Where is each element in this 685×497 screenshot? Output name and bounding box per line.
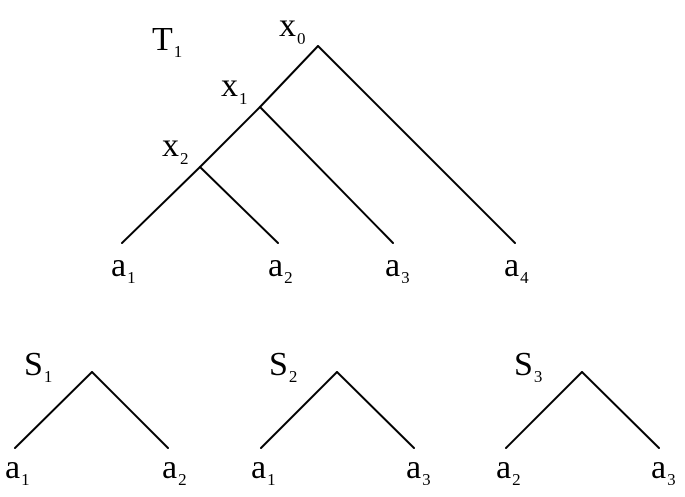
subtree-title-s1: S1	[24, 346, 52, 386]
edge-x2-a2	[199, 166, 279, 244]
leaf-sub: 3	[667, 470, 676, 489]
leaf-sub: 1	[127, 268, 136, 287]
leaf-sub: 1	[21, 470, 30, 489]
leaf-main: a	[651, 449, 666, 486]
leaf-sub: 2	[284, 268, 293, 287]
leaf-label-a1: a1	[111, 247, 136, 287]
title-main: S	[514, 346, 533, 383]
title-main: S	[269, 346, 288, 383]
subtree-title-s2: S2	[269, 346, 297, 386]
leaf-main: a	[5, 449, 20, 486]
leaf-sub: 3	[401, 268, 410, 287]
leaf-main: a	[385, 247, 400, 284]
leaf-main: a	[251, 449, 266, 486]
tree-t1: T1 x0 x1 x2 a1 a2 a3 a4	[111, 7, 529, 287]
edge-s1-right	[91, 371, 169, 449]
tree-title-t1: T1	[152, 21, 182, 61]
edge-x1-a3	[259, 106, 394, 244]
title-sub: 3	[534, 367, 543, 386]
title-main: T	[152, 21, 173, 58]
leaf-sub: 2	[512, 470, 521, 489]
node-main: x	[162, 127, 179, 164]
leaf-sub: 1	[267, 470, 276, 489]
edge-x0-a4	[317, 45, 516, 244]
node-label-x2: x2	[162, 127, 189, 168]
leaf-label-s2-left: a1	[251, 449, 276, 489]
leaf-label-s3-right: a3	[651, 449, 676, 489]
leaf-label-a4: a4	[504, 247, 529, 287]
node-sub: 0	[297, 29, 306, 48]
node-label-x0: x0	[279, 7, 306, 48]
title-sub: 1	[174, 42, 183, 61]
edge-s2-right	[336, 371, 415, 449]
leaf-main: a	[504, 247, 519, 284]
edge-s3-left	[505, 371, 583, 449]
title-sub: 1	[44, 367, 53, 386]
subtree-s3: S3 a2 a3	[496, 346, 676, 489]
node-main: x	[221, 67, 238, 104]
edge-x1-x2	[199, 106, 261, 168]
subtree-s2: S2 a1 a3	[251, 346, 431, 489]
node-sub: 1	[239, 89, 248, 108]
title-main: S	[24, 346, 43, 383]
node-main: x	[279, 7, 296, 44]
leaf-sub: 4	[520, 268, 529, 287]
leaf-main: a	[111, 247, 126, 284]
edge-x0-x1	[259, 45, 319, 108]
leaf-label-a2: a2	[268, 247, 293, 287]
leaf-label-s1-left: a1	[5, 449, 30, 489]
title-sub: 2	[289, 367, 298, 386]
leaf-main: a	[406, 449, 421, 486]
edge-s1-left	[14, 371, 93, 449]
node-label-x1: x1	[221, 67, 248, 108]
edge-x2-a1	[121, 166, 201, 244]
edge-s2-left	[260, 371, 338, 449]
leaf-label-s3-left: a2	[496, 449, 521, 489]
leaf-label-a3: a3	[385, 247, 410, 287]
subtree-title-s3: S3	[514, 346, 542, 386]
leaf-main: a	[162, 449, 177, 486]
leaf-sub: 2	[178, 470, 187, 489]
leaf-main: a	[496, 449, 511, 486]
edge-s3-right	[581, 371, 660, 449]
leaf-label-s1-right: a2	[162, 449, 187, 489]
subtree-s1: S1 a1 a2	[5, 346, 187, 489]
leaf-label-s2-right: a3	[406, 449, 431, 489]
node-sub: 2	[180, 149, 189, 168]
leaf-sub: 3	[422, 470, 431, 489]
leaf-main: a	[268, 247, 283, 284]
